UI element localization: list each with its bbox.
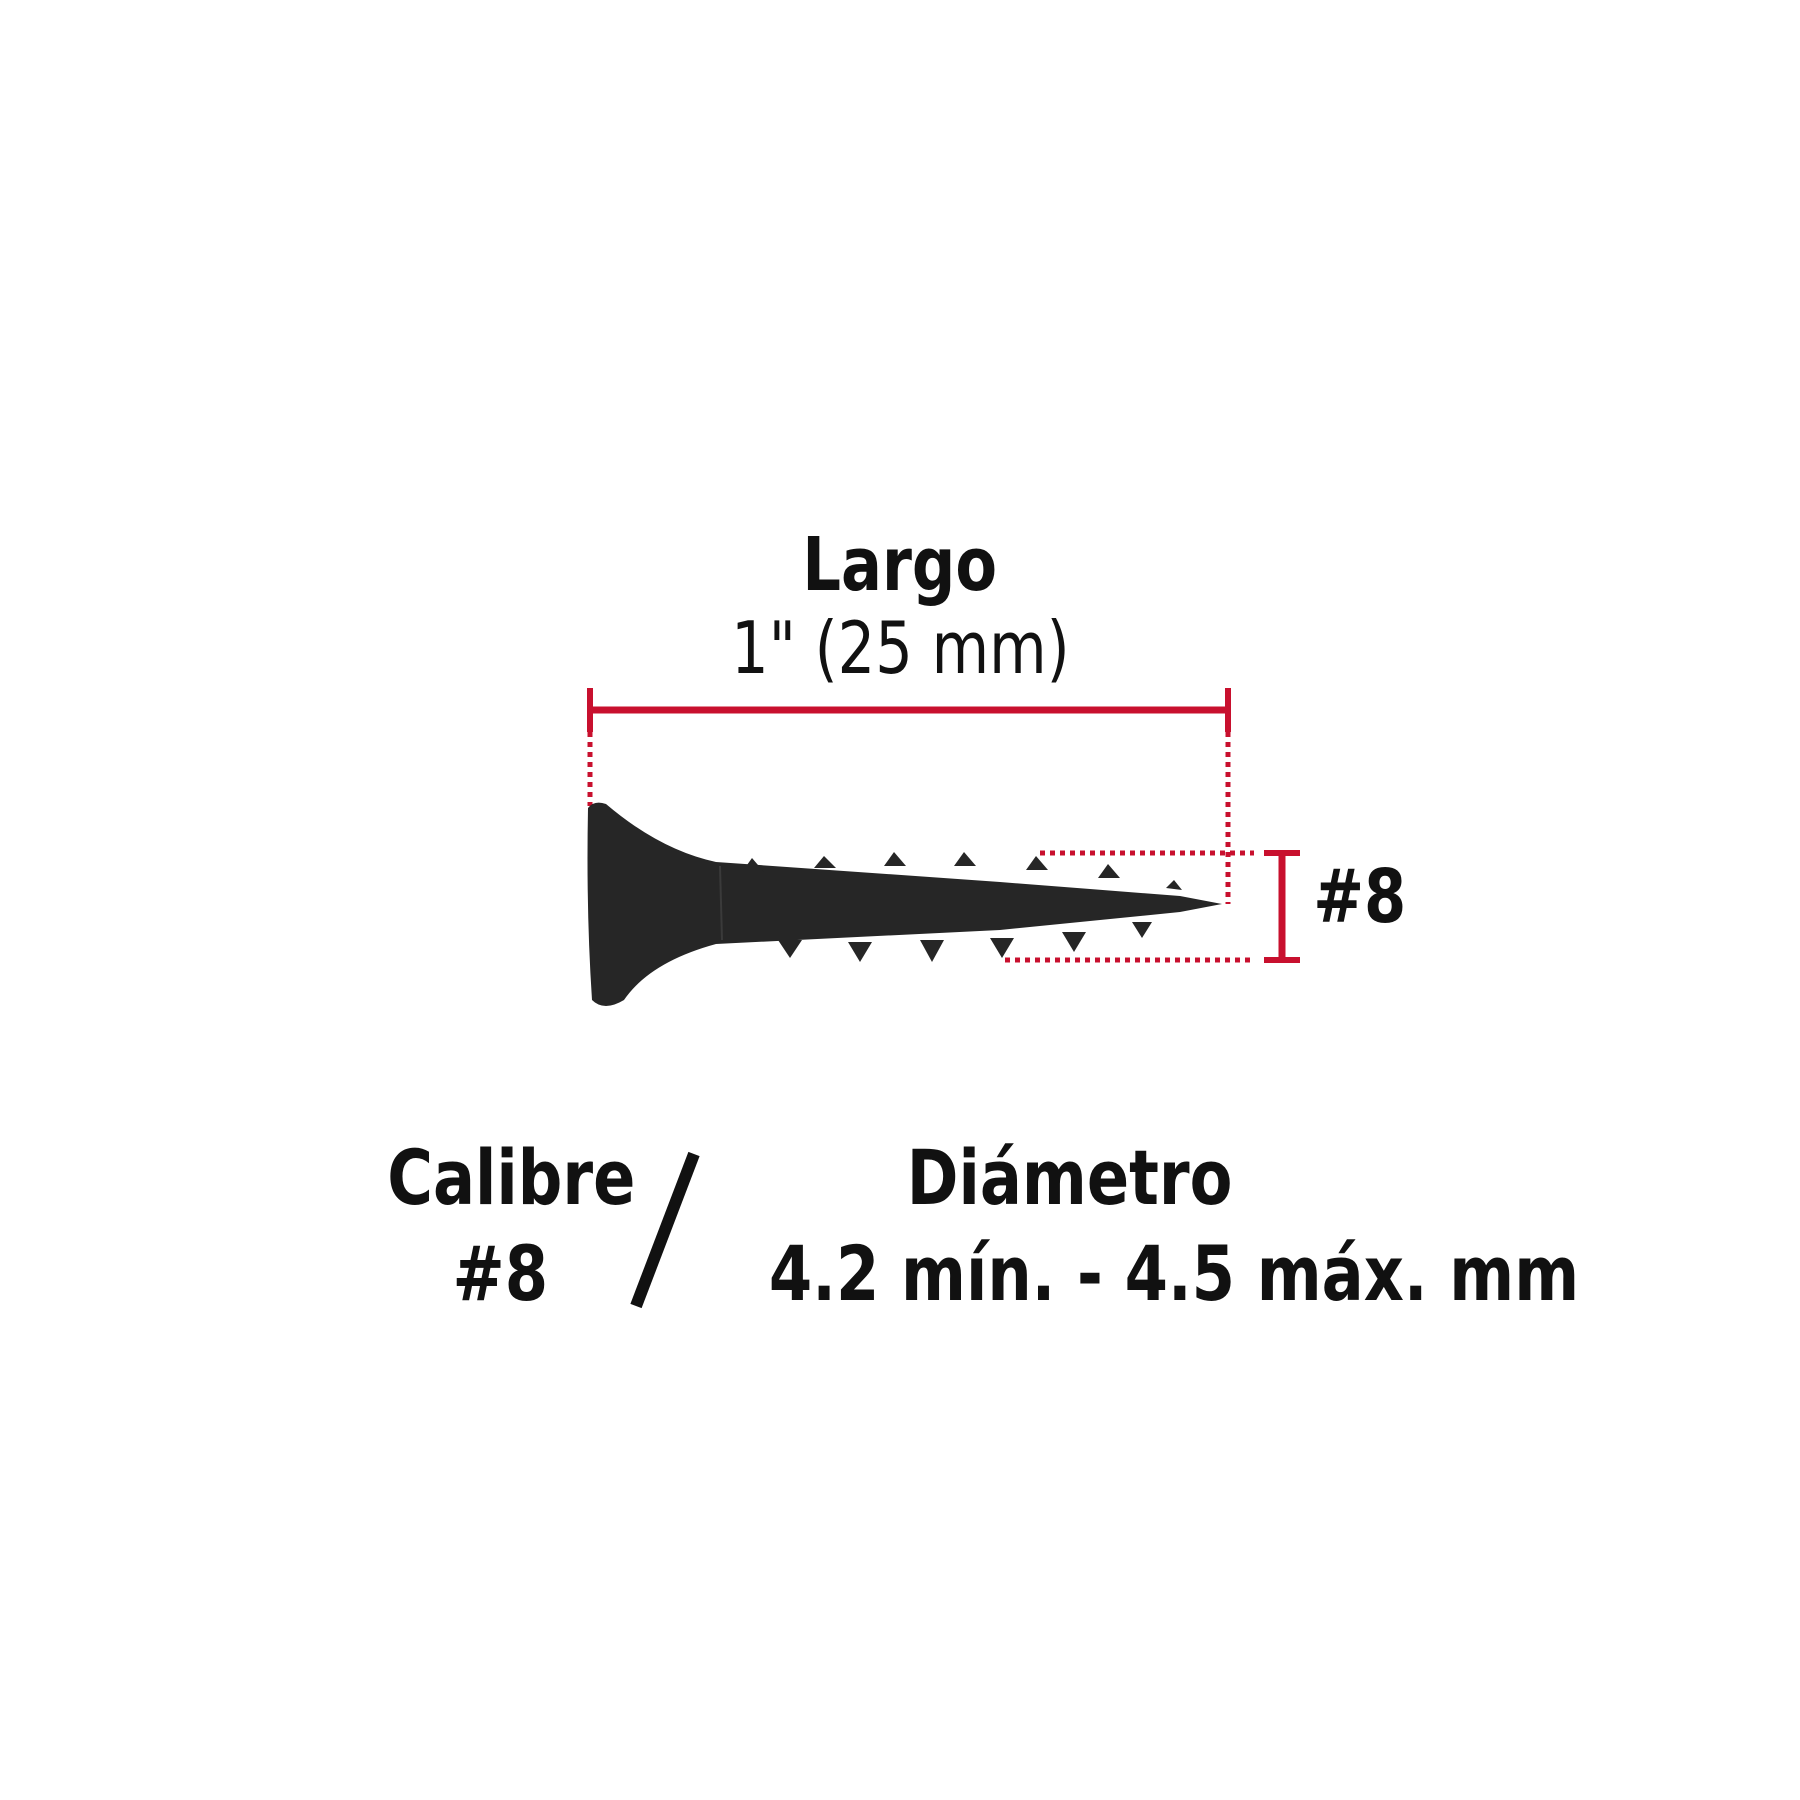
diameter-title: Diámetro xyxy=(907,1133,1233,1222)
diameter-value: 4.2 mín. - 4.5 máx. mm xyxy=(768,1229,1580,1318)
gauge-side-label: #8 xyxy=(1313,854,1407,940)
length-value: 1" (25 mm) xyxy=(730,606,1070,690)
separator-slash xyxy=(630,1151,700,1309)
length-dimension-line xyxy=(587,688,1231,904)
calibre-value: #8 xyxy=(452,1229,548,1318)
drywall-screw xyxy=(587,802,1222,1006)
calibre-title: Calibre xyxy=(387,1133,636,1222)
length-title: Largo xyxy=(802,522,998,608)
diameter-dimension-line xyxy=(1005,850,1300,963)
